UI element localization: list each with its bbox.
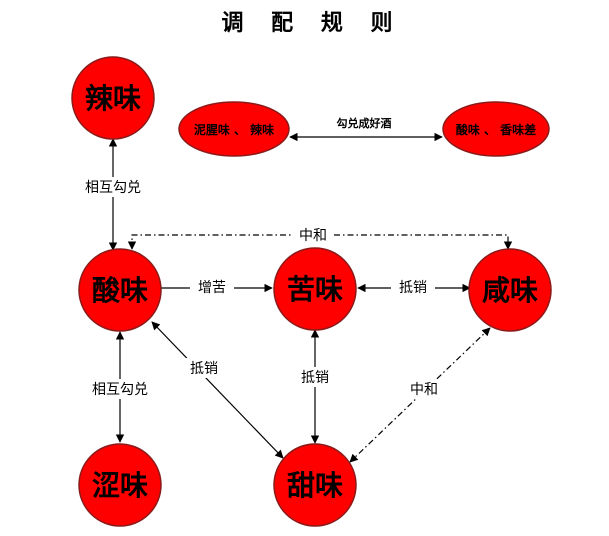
node-suan: 酸味 [78,248,162,332]
node-se: 涩味 [78,443,162,527]
node-label-group-right: 酸味 、 香味差 [456,122,536,137]
edge-label-suan-tian: 抵销 [190,361,218,377]
edge-label-la-suan: 相互勾兑 [85,180,141,196]
edge-label-suan-se: 相互勾兑 [92,382,148,398]
edge-label-bg [182,358,226,378]
node-label-xian: 咸味 [482,274,538,307]
edge-label-ku-tian: 抵销 [301,370,329,386]
node-la: 辣味 [71,56,155,140]
edge-label-suan-ku: 增苦 [198,280,226,296]
edge-label-groups: 勾兑成好酒 [337,116,392,130]
node-label-la: 辣味 [85,82,141,115]
node-group-left: 泥腥味 、 辣味 [178,101,290,157]
edge-label-bg [72,177,154,197]
node-xian: 咸味 [468,248,552,332]
node-group-right: 酸味 、 香味差 [442,101,550,157]
edge-suan-tian [151,321,284,459]
edge-label-xian-tian: 中和 [410,382,438,398]
node-label-ku: 苦味 [287,273,343,306]
edge-label-bg [293,367,337,387]
edge-label-suan-xian: 中和 [299,228,327,244]
node-label-tian: 甜味 [287,469,343,502]
edge-label-ku-xian: 抵销 [399,280,427,296]
edge-label-bg [404,379,444,399]
node-label-group-left: 泥腥味 、 辣味 [194,122,274,137]
diagram-title: 调 配 规 则 [222,10,403,36]
node-label-se: 涩味 [92,469,148,502]
edge-label-bg [80,379,162,399]
node-tian: 甜味 [273,443,357,527]
edge-label-bg [293,225,333,245]
edge-label-bg [190,277,234,297]
edge-suan-xian [127,234,513,250]
node-ku: 苦味 [273,247,357,331]
edge-label-bg [391,277,435,297]
node-label-suan: 酸味 [92,274,148,307]
